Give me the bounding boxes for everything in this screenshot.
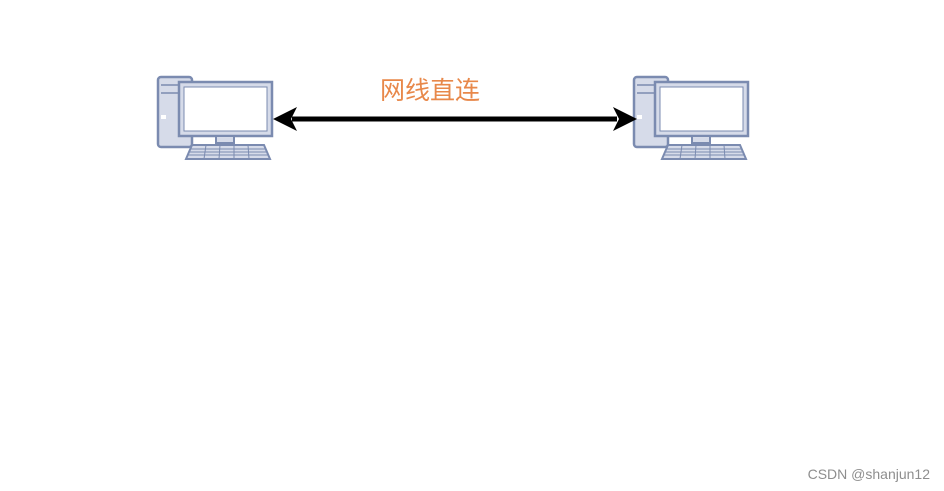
link-label: 网线直连: [380, 76, 481, 105]
desktop-computer-icon: [632, 75, 750, 161]
desktop-computer-icon: [156, 75, 274, 161]
watermark: CSDN @shanjun12: [807, 466, 930, 482]
bidirectional-arrow: [273, 107, 637, 131]
